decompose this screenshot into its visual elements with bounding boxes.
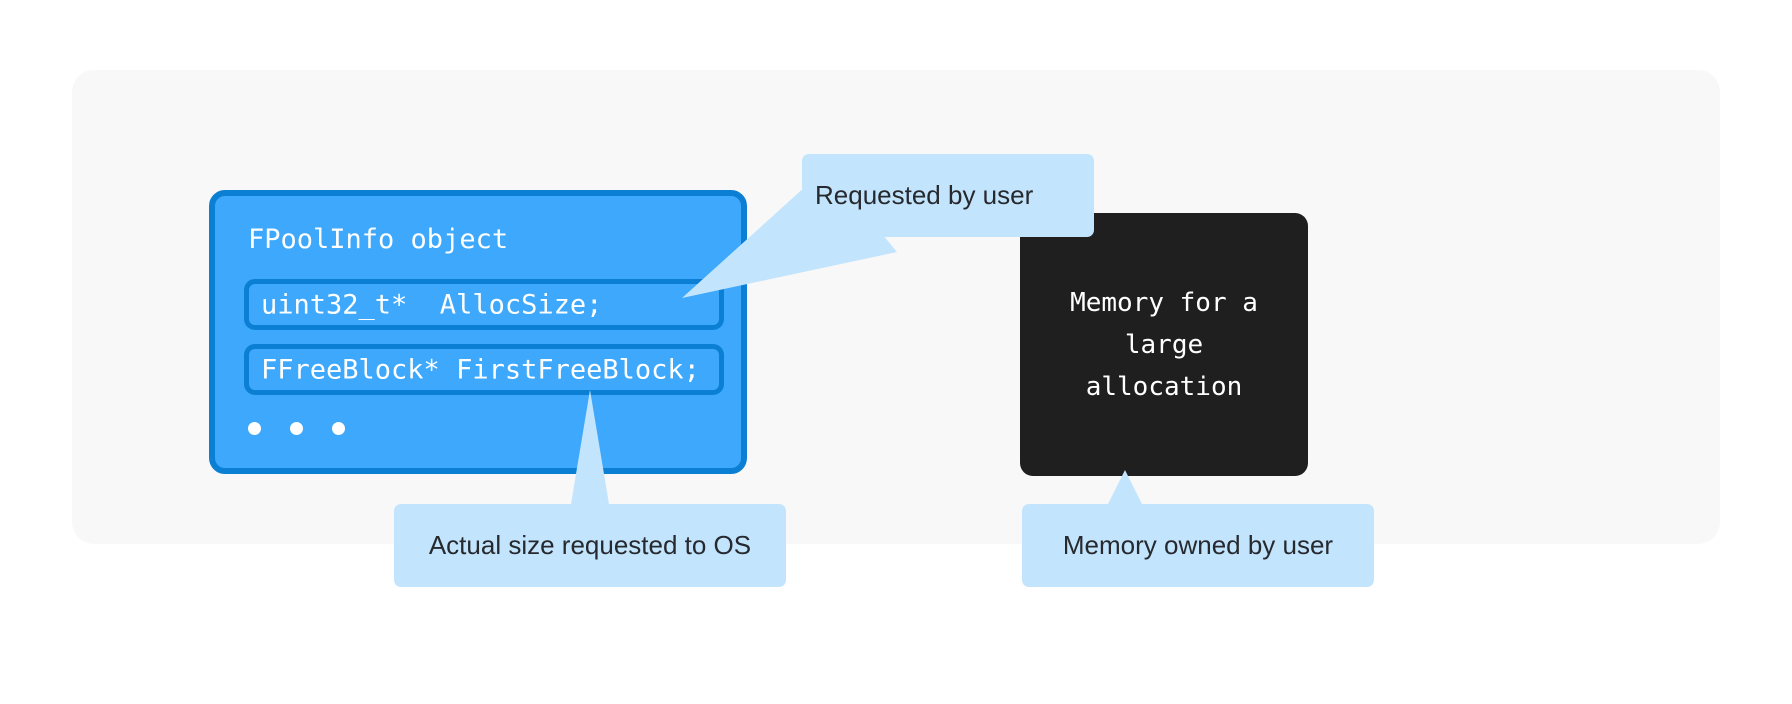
struct-field-allocsize: uint32_t* AllocSize; (244, 279, 724, 330)
callout-owned-label: Memory owned by user (1062, 530, 1334, 560)
ellipsis-dot (332, 422, 345, 435)
fpoolinfo-title: FPoolInfo object (248, 224, 509, 255)
struct-field-firstfreeblock-text: FFreeBlock* FirstFreeBlock; (261, 354, 700, 385)
fpoolinfo-struct-box: FPoolInfo object uint32_t* AllocSize; FF… (209, 190, 747, 474)
ellipsis-dot (248, 422, 261, 435)
callout-memory-owned: Memory owned by user (1022, 504, 1374, 587)
memory-block: Memory for a large allocation (1020, 213, 1308, 476)
callout-requested-label: Requested by user (815, 180, 1034, 210)
callout-actual-label: Actual size requested to OS (428, 530, 752, 560)
callout-requested-by-user: Requested by user (802, 154, 1094, 237)
ellipsis-dot (290, 422, 303, 435)
ellipsis-dots-icon (248, 422, 345, 435)
diagram-card: FPoolInfo object uint32_t* AllocSize; FF… (72, 70, 1720, 587)
callout-actual-size: Actual size requested to OS (394, 504, 786, 587)
memory-block-label: Memory for a large allocation (1070, 287, 1258, 402)
struct-field-allocsize-text: uint32_t* AllocSize; (261, 289, 603, 320)
struct-field-firstfreeblock: FFreeBlock* FirstFreeBlock; (244, 344, 724, 395)
